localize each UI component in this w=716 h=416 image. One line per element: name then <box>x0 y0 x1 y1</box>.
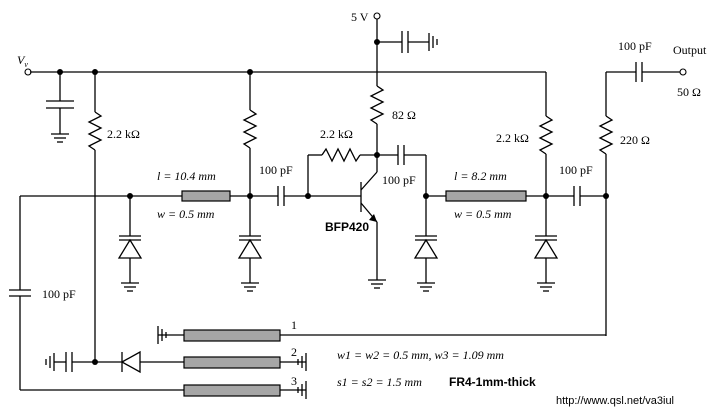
left-bias-resistor-label: 2.2 kΩ <box>107 127 140 141</box>
mid-coupling-capacitor-label: 100 pF <box>559 163 593 177</box>
ground-icon <box>428 33 438 51</box>
varactor-diode-3 <box>413 235 439 259</box>
input-coupling-capacitor <box>277 186 285 206</box>
transistor-bfp420 <box>360 171 378 223</box>
output-capacitor-label: 100 pF <box>618 39 652 53</box>
transmission-line-2 <box>445 190 527 202</box>
right-bias-resistor-label: 2.2 kΩ <box>496 131 529 145</box>
output-label: Output <box>673 43 707 57</box>
left-bottom-capacitor <box>9 289 31 297</box>
junction-dots <box>57 39 609 199</box>
ground-icon <box>537 282 555 292</box>
ground-icon <box>297 381 307 399</box>
ground-icon <box>45 353 55 371</box>
collector-capacitor <box>397 145 405 165</box>
vv-decoupling-capacitor <box>46 72 74 134</box>
varactor-bias-resistor <box>242 109 258 149</box>
coupled-line-1-label: 1 <box>291 318 297 332</box>
collector-resistor-label: 82 Ω <box>392 108 416 122</box>
line2-width-label: w = 0.5 mm <box>454 207 512 221</box>
source-url: http://www.qsl.net/va3iul <box>556 395 674 407</box>
left-bias-resistor <box>87 111 103 151</box>
output-capacitor <box>635 62 643 82</box>
feedback-resistor-label: 2.2 kΩ <box>320 127 353 141</box>
coupled-line-3-label: 3 <box>291 374 297 388</box>
left-bottom-capacitor-label: 100 pF <box>42 287 76 301</box>
coupled-line-3 <box>183 384 281 397</box>
substrate-label: FR4-1mm-thick <box>449 375 536 389</box>
supply-decoupling-capacitor <box>377 31 429 53</box>
ground-icon <box>297 353 307 371</box>
output-resistor <box>598 115 614 155</box>
load-label: 50 Ω <box>677 85 701 99</box>
line1-length-label: l = 10.4 mm <box>157 169 216 183</box>
line1-width-label: w = 0.5 mm <box>157 207 215 221</box>
output-terminal <box>679 68 687 76</box>
ground-icon <box>241 282 259 292</box>
ground-icon <box>368 279 386 289</box>
coupled-line-2-label: 2 <box>291 345 297 359</box>
ground-icon <box>417 282 435 292</box>
varactor-diode-1 <box>117 235 143 259</box>
mid-coupling-capacitor <box>573 186 581 206</box>
collector-resistor <box>369 85 385 125</box>
feedback-resistor <box>321 147 361 163</box>
right-bias-resistor <box>538 115 554 155</box>
output-resistor-label: 220 Ω <box>620 133 650 147</box>
diode <box>120 350 141 374</box>
input-coupling-capacitor-label: 100 pF <box>259 163 293 177</box>
coupled-line-1 <box>183 329 281 342</box>
coupled-line-2 <box>183 356 281 369</box>
supply-rail <box>24 68 546 76</box>
varactor-diode-4 <box>533 235 559 259</box>
transistor-label: BFP420 <box>325 220 369 234</box>
vv-label: Vv <box>17 53 28 69</box>
spacing-note: s1 = s2 = 1.5 mm <box>337 375 422 389</box>
supply-voltage-label: 5 V <box>351 10 369 24</box>
line2-length-label: l = 8.2 mm <box>454 169 507 183</box>
transmission-line-1 <box>181 190 231 202</box>
ground-icon <box>51 133 69 143</box>
bias-decoupling-capacitor <box>65 352 73 372</box>
widths-note: w1 = w2 = 0.5 mm, w3 = 1.09 mm <box>337 348 504 362</box>
ground-icon <box>121 282 139 292</box>
collector-capacitor-label: 100 pF <box>382 173 416 187</box>
varactor-diode-2 <box>237 235 263 259</box>
